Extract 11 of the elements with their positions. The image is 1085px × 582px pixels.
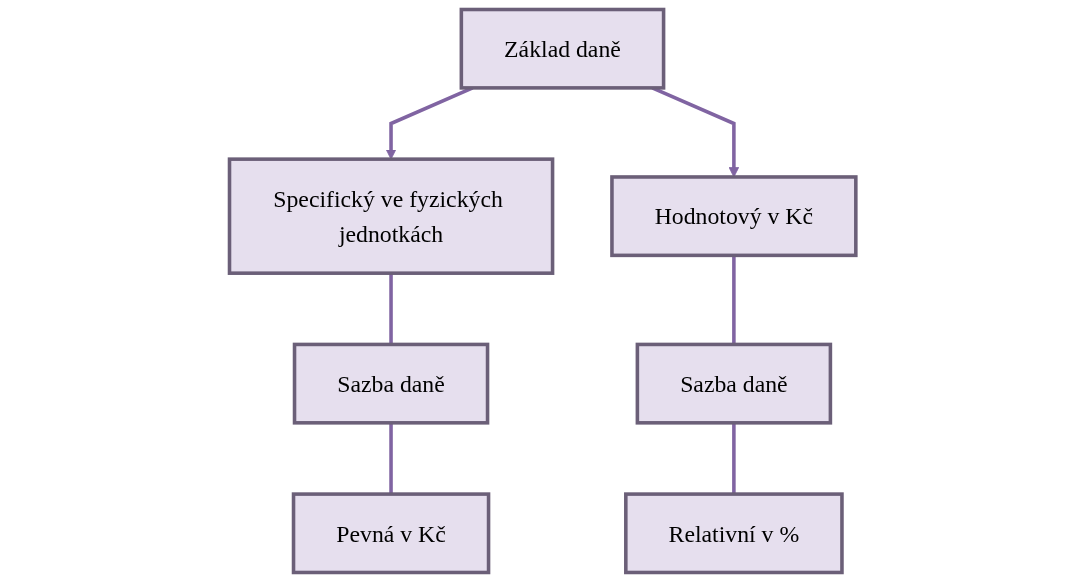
node-box: Sazba daně bbox=[292, 342, 490, 425]
connector bbox=[389, 422, 393, 495]
node-box: Základ daně bbox=[459, 7, 666, 90]
connector bbox=[731, 422, 736, 495]
node-box: Sazba daně bbox=[635, 342, 832, 425]
node-box: Specifický ve fyzických jednotkách bbox=[227, 157, 555, 275]
node-box: Pevná v Kč bbox=[291, 492, 491, 575]
connector bbox=[731, 255, 736, 345]
node-box: Relativní v % bbox=[623, 492, 844, 575]
node-box: Hodnotový v Kč bbox=[610, 175, 858, 258]
connector bbox=[389, 273, 393, 345]
